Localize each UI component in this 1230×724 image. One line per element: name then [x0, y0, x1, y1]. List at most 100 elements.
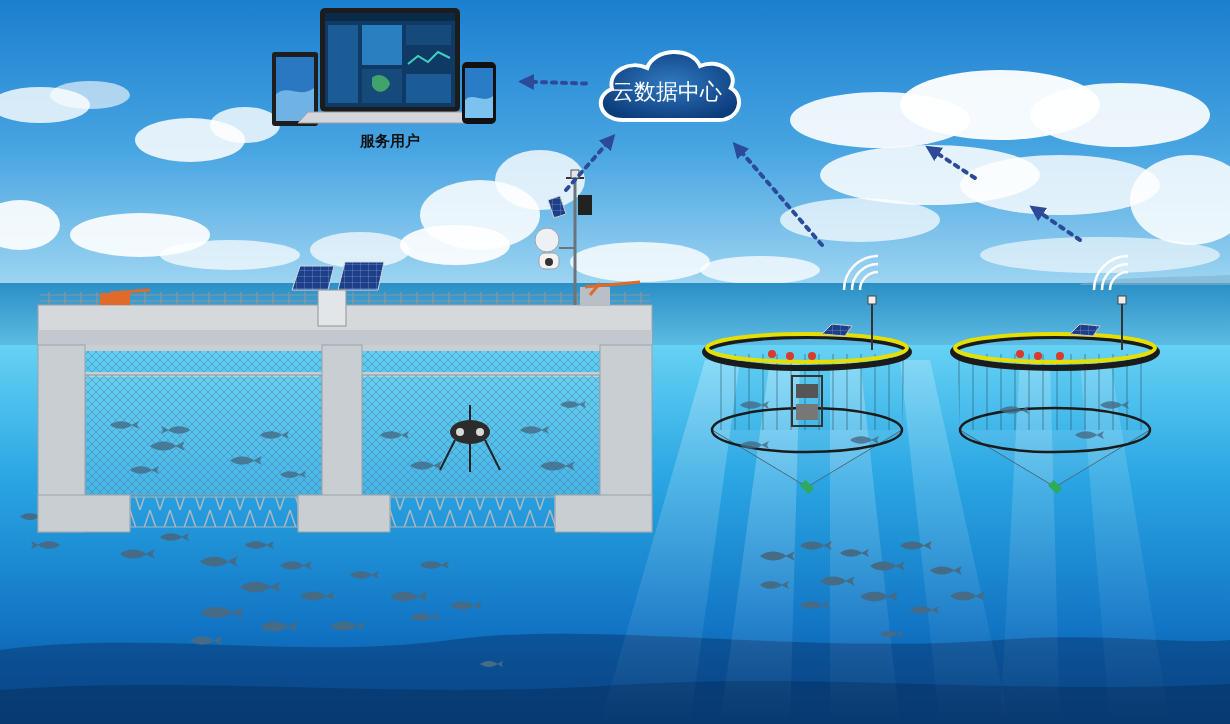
fish-school-part — [350, 571, 379, 579]
clouds-part — [570, 242, 710, 282]
net-fish — [110, 401, 586, 478]
fish-school-part — [950, 591, 985, 601]
platform-part — [362, 375, 600, 495]
cage-one-part — [786, 352, 794, 360]
platform-part — [555, 495, 652, 532]
net-fish-part — [260, 431, 289, 439]
uplink-arrows-part — [932, 150, 975, 178]
mast-part — [574, 178, 577, 305]
fish-school-part — [930, 566, 962, 575]
net-fish-part — [280, 471, 306, 478]
platform-part — [338, 262, 384, 290]
fish-school-part — [870, 561, 905, 571]
clouds-part — [780, 198, 940, 242]
cage-one-part — [808, 352, 816, 360]
cage-one-part — [800, 480, 814, 494]
clouds-part — [1130, 155, 1230, 245]
clouds-part — [700, 256, 820, 284]
cage-one-part — [796, 404, 818, 420]
fish-school-part — [880, 631, 903, 637]
uplink-arrows-part — [738, 148, 822, 245]
fish-school-part — [900, 541, 932, 550]
platform-part — [110, 290, 150, 293]
cage-one-part — [768, 350, 776, 358]
underwater — [0, 345, 1230, 724]
clouds-part — [400, 225, 510, 265]
platform-part — [590, 283, 600, 295]
fish-school-part — [800, 541, 832, 550]
net-fish-part — [520, 426, 549, 434]
cage-one-part — [796, 384, 818, 398]
fish-school-part — [240, 581, 281, 592]
platform-part — [585, 282, 640, 287]
cloud-label: 云数据中心 — [612, 77, 722, 107]
fish-school-part — [800, 601, 829, 609]
net-fish-part — [150, 441, 185, 451]
cage-two-part — [1016, 350, 1024, 358]
cage-two-part — [1094, 256, 1128, 290]
fish-school-part — [120, 549, 155, 559]
cage-two-part — [960, 430, 1150, 487]
clouds-part — [960, 155, 1160, 215]
net-fish-part — [410, 461, 442, 470]
fish-school-part — [410, 613, 439, 621]
platform-part — [85, 375, 322, 495]
platform-part — [38, 495, 130, 532]
underwater-robot-part — [440, 405, 500, 472]
cage-two-part — [960, 408, 1150, 452]
cage-two-part — [1121, 300, 1123, 350]
clouds-part — [210, 107, 280, 143]
cage-two-part — [955, 334, 1155, 362]
fish-school-part — [300, 591, 335, 601]
cage-one-part — [707, 334, 907, 362]
fish-school-part — [260, 621, 298, 631]
fish-school-part — [160, 533, 189, 541]
net-fish-part — [230, 456, 262, 465]
data-flow-arrow — [526, 82, 586, 84]
underwater-robot-part — [476, 428, 484, 436]
fish-school-part — [840, 549, 869, 557]
sky-part — [0, 0, 1230, 300]
cage-one — [705, 256, 909, 494]
cage-two-part — [1075, 431, 1104, 439]
fish-school-part — [910, 606, 939, 614]
platform-part — [362, 375, 600, 495]
platform-part — [100, 293, 130, 305]
cage-two-part — [1118, 296, 1126, 304]
fish-school-part — [760, 581, 789, 589]
platform-part — [85, 375, 322, 495]
cage-one-part — [740, 441, 769, 449]
cloud-data-center: 云数据中心 — [590, 40, 744, 132]
fish-school-part — [450, 601, 482, 610]
cage-one-part — [850, 436, 879, 444]
clouds-part — [980, 237, 1220, 273]
cage-two-part — [1070, 324, 1100, 336]
platform-part — [318, 290, 346, 326]
net-fish-part — [130, 466, 159, 474]
platform — [38, 262, 652, 532]
cage-two — [953, 256, 1157, 494]
devices-illustration — [268, 4, 512, 128]
cage-two-part — [1056, 352, 1064, 360]
cage-one-part — [871, 300, 873, 350]
node-label: 服务用户 — [360, 132, 420, 151]
platform-part — [292, 266, 334, 290]
fish-school-part — [760, 551, 795, 561]
clouds-part — [50, 81, 130, 109]
mast-part — [548, 196, 566, 218]
uplink-arrows — [566, 140, 1080, 245]
mast-part — [535, 228, 559, 252]
platform-part — [322, 345, 362, 497]
net-fish-part — [560, 401, 586, 408]
cage-one-part — [792, 376, 822, 426]
cage-one-part — [822, 324, 852, 336]
net-fish-part — [540, 461, 575, 471]
fish-school — [20, 513, 985, 667]
underwater-part — [0, 345, 1230, 724]
fish-school-part — [190, 636, 222, 645]
cage-one-part — [712, 430, 902, 487]
cage-two-part — [1100, 401, 1129, 409]
platform-part — [298, 495, 390, 532]
clouds-part — [495, 150, 585, 210]
